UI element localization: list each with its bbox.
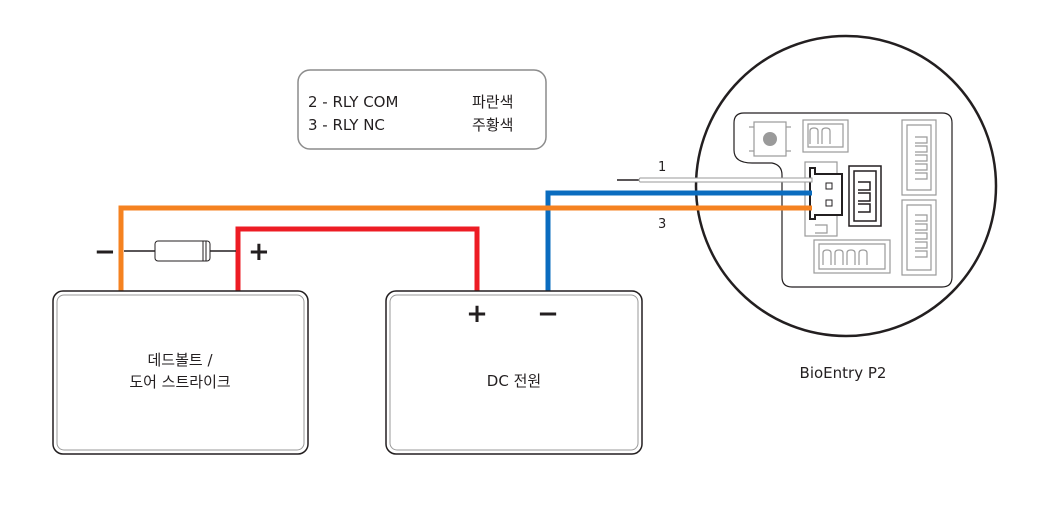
- wire-1-label: 1: [658, 160, 666, 175]
- wire-2-blue: [545, 190, 812, 292]
- connector-3pin: [848, 165, 882, 227]
- wire-3-orange: [118, 205, 812, 292]
- power-label: DC 전원: [487, 372, 541, 390]
- power-minus-sign: −: [537, 299, 559, 329]
- wire-1: 1: [617, 160, 813, 183]
- legend-pin-2: 2 - RLY COM: [308, 93, 398, 111]
- lock-label-line1: 데드볼트 /: [147, 351, 213, 369]
- diode-body: [154, 240, 211, 262]
- lock-device: 데드볼트 / 도어 스트라이크: [52, 290, 309, 455]
- legend-box: 2 - RLY COM 파란색 3 - RLY NC 주황색: [297, 69, 547, 150]
- connector-5pin-top: [901, 119, 937, 196]
- diode: − +: [94, 237, 270, 267]
- legend-frame: [297, 69, 547, 150]
- diode-plus-sign: +: [248, 237, 270, 267]
- reader-label: BioEntry P2: [800, 364, 887, 382]
- wire-red: [235, 226, 480, 292]
- connector-4pin: [813, 239, 891, 274]
- dc-power-device: + − DC 전원: [385, 290, 643, 455]
- legend-color-2: 파란색: [472, 93, 513, 111]
- relay-plug: [809, 167, 843, 220]
- lock-label-line2: 도어 스트라이크: [129, 373, 230, 391]
- power-plus-sign: +: [466, 299, 488, 329]
- connector-2pin: [802, 119, 849, 153]
- legend-pin-3: 3 - RLY NC: [308, 116, 385, 134]
- connector-5pin-bottom: [901, 199, 937, 276]
- legend-color-3: 주황색: [472, 116, 513, 134]
- wire-3-label: 3: [658, 217, 666, 232]
- bioentry-p2-reader: [694, 34, 998, 338]
- tact-switch: [749, 121, 791, 157]
- diode-minus-sign: −: [94, 237, 116, 267]
